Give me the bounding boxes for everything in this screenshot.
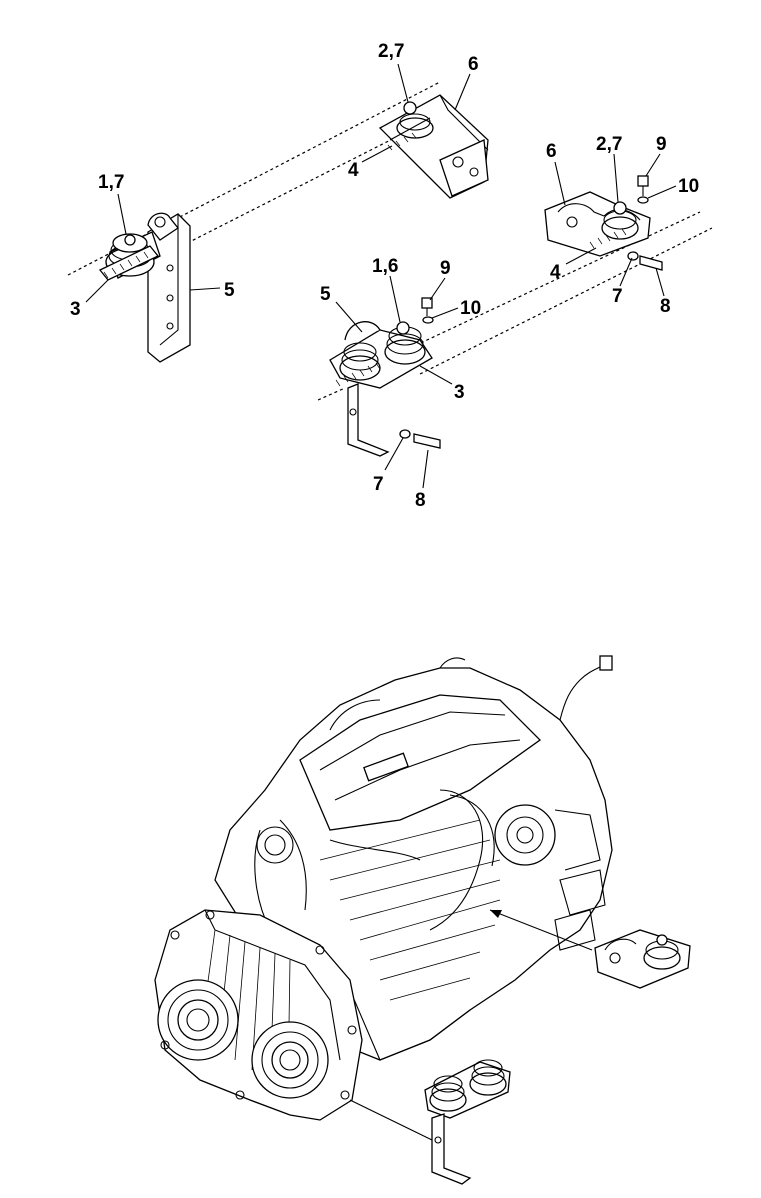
rear-mount-right xyxy=(544,175,663,271)
rear-mount-upper xyxy=(378,94,489,199)
callout-label: 2,7 xyxy=(596,134,622,155)
front-mount-left xyxy=(98,212,191,363)
leader-lines xyxy=(85,63,677,489)
callout-label: 6 xyxy=(468,54,479,75)
callout-label: 9 xyxy=(440,258,451,279)
callout-label: 10 xyxy=(678,176,699,197)
callout-label: 3 xyxy=(454,382,465,403)
front-mount-right xyxy=(329,297,441,457)
callout-label: 7 xyxy=(612,286,623,307)
callout-labels: 2,7 6 4 1,7 3 5 6 2,7 9 10 4 7 8 1,6 9 5… xyxy=(70,41,699,511)
callout-label: 2,7 xyxy=(378,41,404,62)
callout-label: 8 xyxy=(415,490,426,511)
callout-label: 10 xyxy=(460,298,481,319)
callout-label: 4 xyxy=(348,160,359,181)
alignment-lines xyxy=(67,81,713,401)
lower-front-mount xyxy=(349,1059,511,1185)
callout-label: 5 xyxy=(224,280,235,301)
callout-label: 1,6 xyxy=(372,256,398,277)
callout-label: 9 xyxy=(656,134,667,155)
engine-assembly xyxy=(154,655,613,1121)
callout-label: 1,7 xyxy=(98,172,124,193)
callout-label: 7 xyxy=(373,474,384,495)
callout-label: 5 xyxy=(320,284,331,305)
callout-label: 8 xyxy=(660,296,671,317)
callout-label: 3 xyxy=(70,299,81,320)
callout-label: 6 xyxy=(546,141,557,162)
callout-label: 4 xyxy=(550,262,561,283)
lower-rear-mount xyxy=(489,909,691,989)
